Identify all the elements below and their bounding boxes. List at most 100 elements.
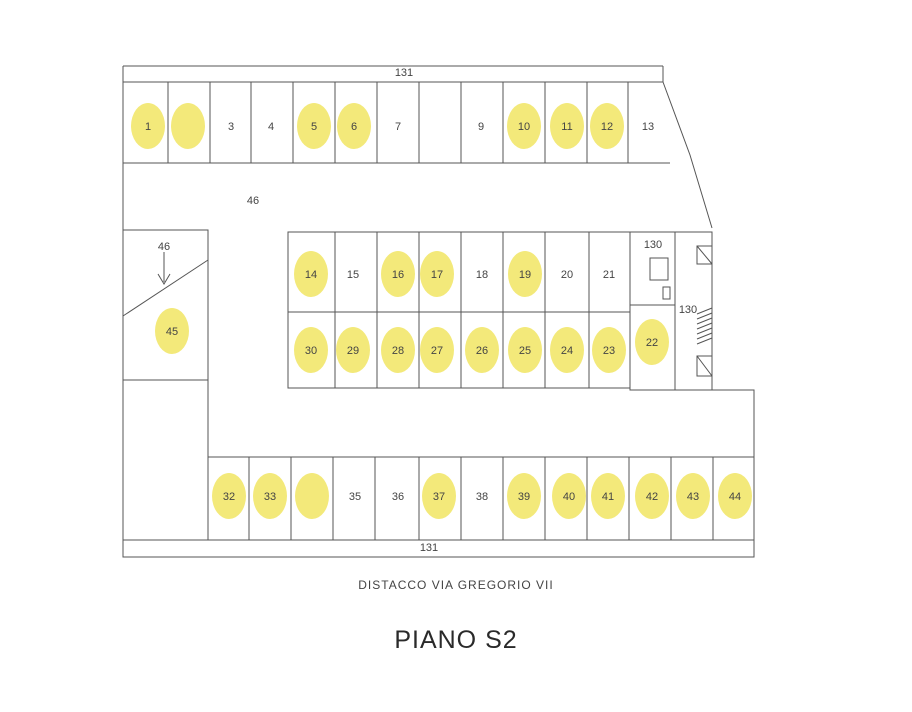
parking-space-number: 30 — [305, 345, 317, 357]
aisle-label: 46 — [247, 195, 259, 207]
stair-label-top: 130 — [644, 239, 662, 251]
parking-space-number: 21 — [603, 269, 615, 281]
parking-space-number: 38 — [476, 491, 488, 503]
stair-box — [696, 245, 713, 265]
reserved-space-highlight — [552, 473, 586, 519]
reserved-space-highlight — [155, 308, 189, 354]
reserved-space-highlight — [337, 103, 371, 149]
reserved-space-highlight — [381, 327, 415, 373]
parking-space-number: 4 — [268, 121, 274, 133]
reserved-space-highlight — [635, 473, 669, 519]
left-aisle-label: 46 — [158, 241, 170, 253]
parking-space-number: 29 — [347, 345, 359, 357]
reserved-space-highlight — [336, 327, 370, 373]
parking-space-number: 23 — [603, 345, 615, 357]
reserved-space-highlight — [294, 327, 328, 373]
stair-area — [629, 231, 713, 391]
parking-space-number: 25 — [519, 345, 531, 357]
reserved-space-highlight — [592, 327, 626, 373]
stair-small-box — [662, 286, 671, 300]
parking-space-number: 17 — [431, 269, 443, 281]
parking-space-number: 16 — [392, 269, 404, 281]
reserved-space-highlight — [590, 103, 624, 149]
reserved-space-highlight — [297, 103, 331, 149]
reserved-space-highlight — [465, 327, 499, 373]
parking-space-number: 7 — [395, 121, 401, 133]
parking-space-number: 14 — [305, 269, 317, 281]
parking-space-number: 40 — [563, 491, 575, 503]
parking-space-number: 44 — [729, 491, 741, 503]
reserved-space-highlight — [718, 473, 752, 519]
parking-space-number: 41 — [602, 491, 614, 503]
outer-wall-bottom — [122, 380, 755, 558]
stair-step — [696, 317, 713, 325]
parking-space-number: 5 — [311, 121, 317, 133]
parking-space-number: 33 — [264, 491, 276, 503]
stair-step — [696, 307, 713, 315]
parking-space-number: 20 — [561, 269, 573, 281]
parking-space-number: 11 — [561, 121, 572, 133]
reserved-space-highlight — [295, 473, 329, 519]
parking-space-number: 37 — [433, 491, 445, 503]
reserved-space-highlight — [294, 251, 328, 297]
reserved-space-highlight — [591, 473, 625, 519]
outer-wall-diagonal — [662, 81, 713, 229]
parking-space-number: 39 — [518, 491, 530, 503]
reserved-space-highlight — [422, 473, 456, 519]
reserved-space-highlight — [420, 251, 454, 297]
parking-space-number: 22 — [646, 337, 658, 349]
stair-label-side: 130 — [679, 304, 697, 316]
stair-step — [696, 312, 713, 320]
parking-space-number: 19 — [519, 269, 531, 281]
reserved-space-highlight — [212, 473, 246, 519]
reserved-space-highlight — [676, 473, 710, 519]
left-block — [122, 229, 209, 381]
parking-space-number: 36 — [392, 491, 404, 503]
reserved-space-highlight — [508, 327, 542, 373]
location-note: DISTACCO VIA GREGORIO VII — [358, 578, 554, 592]
left-arrow-head — [157, 273, 171, 285]
reserved-space-highlight — [381, 251, 415, 297]
stair-box-diagonal — [696, 245, 713, 265]
reserved-space-highlight — [171, 103, 205, 149]
stair-step — [696, 332, 713, 340]
parking-space-number: 24 — [561, 345, 573, 357]
stair-box — [649, 257, 669, 281]
reserved-space-highlight — [420, 327, 454, 373]
reserved-space-highlight — [507, 473, 541, 519]
parking-space-number: 3 — [228, 121, 234, 133]
stair-step — [696, 327, 713, 335]
parking-space-number: 26 — [476, 345, 488, 357]
parking-space-number: 1 — [145, 121, 151, 133]
stair-box — [696, 355, 713, 377]
reserved-space-highlight — [253, 473, 287, 519]
reserved-space-highlight — [131, 103, 165, 149]
reserved-space-highlight — [550, 103, 584, 149]
top-dimension-label: 131 — [395, 67, 413, 79]
parking-space-number: 43 — [687, 491, 699, 503]
parking-space-number: 45 — [166, 326, 178, 338]
parking-space-number: 13 — [642, 121, 654, 133]
parking-space-number: 18 — [476, 269, 488, 281]
reserved-space-highlight — [550, 327, 584, 373]
reserved-space-highlight — [508, 251, 542, 297]
parking-space-number: 32 — [223, 491, 235, 503]
reserved-space-highlight — [635, 319, 669, 365]
parking-space-number: 10 — [518, 121, 530, 133]
parking-space-number: 6 — [351, 121, 357, 133]
parking-space-number: 35 — [349, 491, 361, 503]
parking-space-number: 12 — [601, 121, 613, 133]
stair-step — [696, 337, 713, 345]
parking-space-number: 28 — [392, 345, 404, 357]
bottom-dimension-label: 131 — [420, 542, 438, 554]
stair-step — [696, 322, 713, 330]
left-block-diagonal — [122, 259, 209, 317]
parking-space-number: 42 — [646, 491, 658, 503]
parking-space-number: 9 — [478, 121, 484, 133]
stair-box-diagonal — [696, 355, 713, 377]
parking-space-number: 27 — [431, 345, 443, 357]
parking-space-number: 15 — [347, 269, 359, 281]
floor-title: PIANO S2 — [394, 626, 518, 654]
reserved-space-highlight — [507, 103, 541, 149]
